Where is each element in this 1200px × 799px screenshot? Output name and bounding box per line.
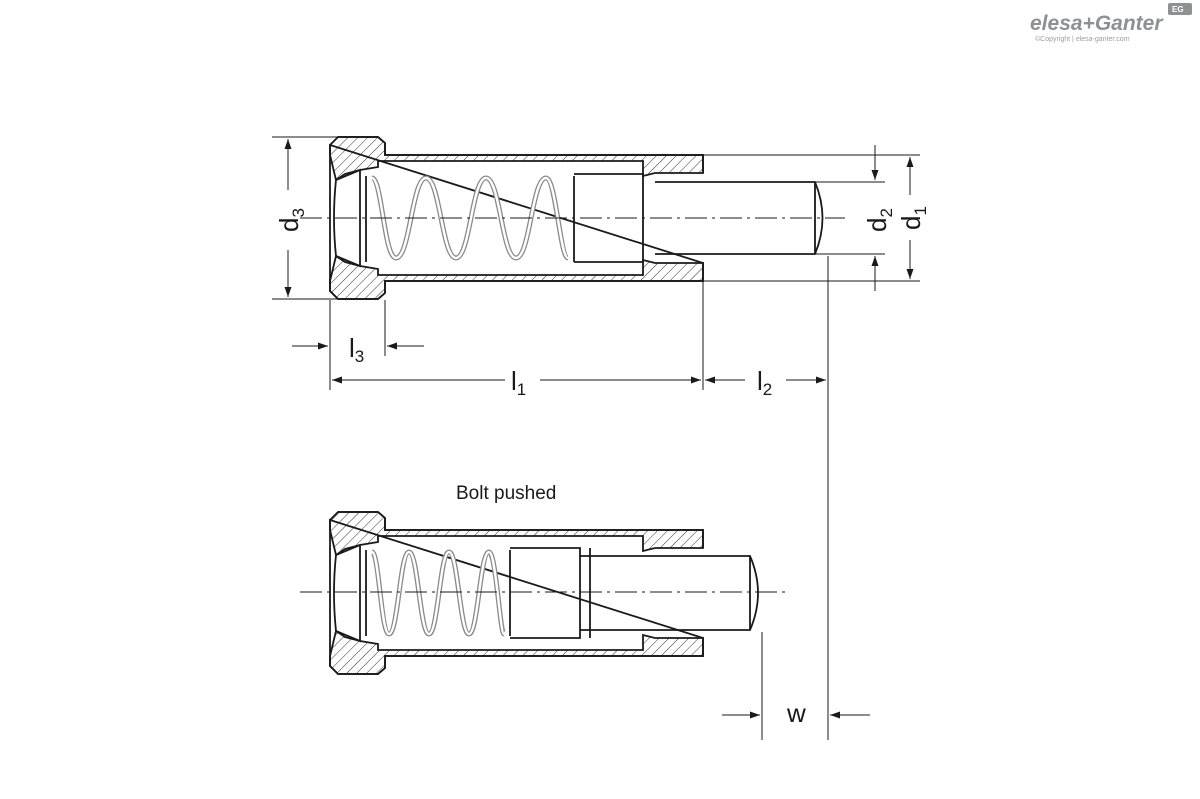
- elesa-ganter-logo: elesa+Ganter EG ©Copyright | elesa-gante…: [1030, 3, 1192, 43]
- bolt-pushed-label: Bolt pushed: [456, 483, 556, 504]
- housing-outline-pushed: [329, 511, 704, 675]
- logo-badge-text: EG: [1172, 5, 1184, 14]
- head-cap-pushed: [333, 543, 361, 643]
- logo-copyright-text: ©Copyright | elesa-ganter.com: [1035, 35, 1130, 43]
- svg-text:d2: d2: [862, 208, 896, 232]
- dimension-lines: [272, 136, 920, 740]
- head-cap: [333, 168, 361, 268]
- dimension-labels: d3 d2 d1 l3 l1 l2 w Bolt pushed: [274, 206, 930, 728]
- svg-text:d1: d1: [896, 206, 930, 230]
- label-d2: d2: [862, 208, 896, 232]
- label-d3: d3: [274, 208, 308, 232]
- label-l3: l3: [349, 333, 364, 366]
- plunger-view-pushed: [300, 511, 790, 675]
- housing-bottom-wall: [329, 254, 704, 300]
- logo-badge: [1168, 3, 1192, 15]
- housing-outline: [329, 136, 704, 300]
- label-d1: d1: [896, 206, 930, 230]
- pin: [655, 181, 824, 255]
- housing-top-wall: [329, 136, 704, 182]
- pin-pushed: [580, 548, 759, 638]
- label-l2: l2: [757, 366, 772, 399]
- svg-text:d3: d3: [274, 208, 308, 232]
- plunger-view-extended: [300, 136, 845, 300]
- label-w: w: [786, 698, 806, 728]
- piston-body-pushed: [510, 547, 581, 639]
- label-l1: l1: [511, 366, 526, 399]
- logo-brand-text: elesa+Ganter: [1030, 12, 1164, 35]
